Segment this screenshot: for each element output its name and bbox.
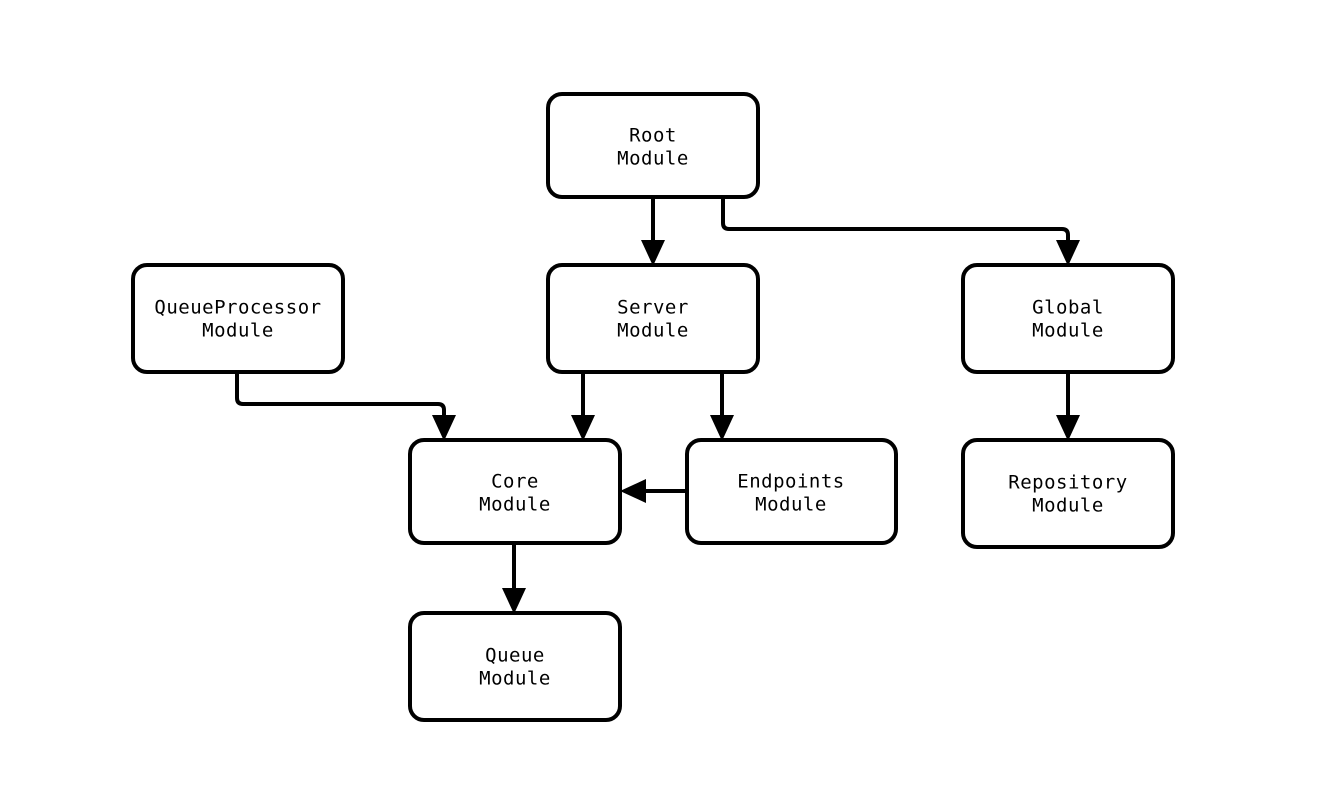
- node-label-line2: Module: [479, 494, 551, 516]
- edge-line: [235, 372, 446, 423]
- edge-global-to-repository: [1056, 372, 1080, 441]
- arrowhead-icon: [571, 415, 595, 441]
- edge-layer: [235, 197, 1080, 614]
- edge-queueprocessor-to-core: [235, 372, 456, 441]
- node-label-line2: Module: [755, 494, 827, 516]
- node-box[interactable]: [408, 611, 622, 722]
- node-box[interactable]: [131, 263, 345, 374]
- edge-server-to-core: [571, 372, 595, 441]
- node-box[interactable]: [546, 92, 760, 199]
- node-label-line1: Queue: [485, 645, 545, 667]
- node-label-line2: Module: [1032, 495, 1104, 517]
- node-label-line2: Module: [617, 148, 689, 170]
- node-label-line1: Endpoints: [737, 471, 844, 493]
- edge-core-to-queue: [502, 543, 526, 614]
- node-server[interactable]: Server Module: [546, 263, 760, 374]
- node-box[interactable]: [546, 263, 760, 374]
- node-box[interactable]: [408, 438, 622, 545]
- arrowhead-icon: [710, 415, 734, 441]
- arrowhead-icon: [1056, 415, 1080, 441]
- node-label-line1: Server: [617, 297, 689, 319]
- node-label-line1: Core: [491, 471, 539, 493]
- edge-root-to-server: [641, 197, 665, 266]
- node-box[interactable]: [685, 438, 898, 545]
- node-label-line2: Module: [617, 320, 689, 342]
- node-box[interactable]: [961, 438, 1175, 549]
- node-label-line1: Root: [629, 125, 677, 147]
- arrowhead-icon: [432, 415, 456, 441]
- edge-line: [721, 197, 1070, 248]
- node-layer: Root Module QueueProcessor Module Server…: [131, 92, 1175, 722]
- node-endpoints[interactable]: Endpoints Module: [685, 438, 898, 545]
- node-label-line1: Global: [1032, 297, 1104, 319]
- arrowhead-icon: [1056, 240, 1080, 266]
- node-label-line2: Module: [202, 320, 274, 342]
- node-label-line2: Module: [479, 668, 551, 690]
- node-repository[interactable]: Repository Module: [961, 438, 1175, 549]
- arrowhead-icon: [620, 479, 646, 503]
- edge-endpoints-to-core: [620, 479, 687, 503]
- edge-server-to-endpoints: [710, 372, 734, 441]
- node-label-line1: QueueProcessor: [154, 297, 321, 319]
- node-label-line2: Module: [1032, 320, 1104, 342]
- node-root[interactable]: Root Module: [546, 92, 760, 199]
- node-queue[interactable]: Queue Module: [408, 611, 622, 722]
- node-global[interactable]: Global Module: [961, 263, 1175, 374]
- arrowhead-icon: [502, 588, 526, 614]
- arrowhead-icon: [641, 240, 665, 266]
- node-box[interactable]: [961, 263, 1175, 374]
- edge-root-to-global: [721, 197, 1080, 266]
- node-queueprocessor[interactable]: QueueProcessor Module: [131, 263, 345, 374]
- node-core[interactable]: Core Module: [408, 438, 622, 545]
- node-label-line1: Repository: [1008, 472, 1127, 494]
